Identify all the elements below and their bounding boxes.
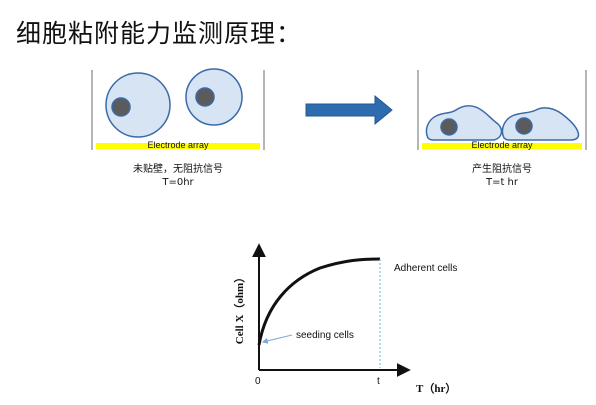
electrode-array-left bbox=[96, 143, 260, 149]
seeding-cells-label: seeding cells bbox=[296, 330, 354, 341]
nucleus-1 bbox=[111, 97, 131, 117]
x-axis-label: T（hr） bbox=[416, 383, 457, 395]
well-left bbox=[91, 68, 265, 150]
caption-left: 未贴壁，无阻抗信号 T=0hr bbox=[96, 163, 260, 189]
nucleus-4 bbox=[515, 117, 533, 135]
adhesion-curve bbox=[257, 257, 381, 346]
caption-right-line2: T=t hr bbox=[485, 177, 519, 188]
adherent-cells-label: Adherent cells bbox=[394, 263, 458, 274]
round-cell-1 bbox=[105, 72, 171, 138]
spread-cell-1 bbox=[425, 105, 503, 141]
nucleus-3 bbox=[440, 118, 458, 136]
y-axis-label: Cell X（ohm） bbox=[234, 271, 246, 345]
electrode-array-right bbox=[422, 143, 582, 149]
page-title: 细胞粘附能力监测原理： bbox=[16, 19, 303, 48]
right-arrow-icon bbox=[305, 94, 393, 126]
spread-cell-2 bbox=[501, 107, 580, 141]
caption-right-line1: 产生阻抗信号 bbox=[472, 164, 532, 175]
t-label: t bbox=[377, 376, 380, 387]
caption-right: 产生阻抗信号 T=t hr bbox=[422, 163, 582, 189]
caption-left-line2: T=0hr bbox=[162, 177, 194, 188]
well-right bbox=[417, 70, 587, 150]
seeding-pointer-arrow bbox=[261, 334, 293, 344]
origin-label: 0 bbox=[255, 376, 261, 387]
nucleus-2 bbox=[195, 87, 215, 107]
electrode-label-right: Electrode array bbox=[471, 140, 533, 150]
caption-left-line1: 未贴壁，无阻抗信号 bbox=[133, 164, 223, 175]
impedance-graph bbox=[252, 243, 411, 377]
electrode-label-left: Electrode array bbox=[147, 140, 209, 150]
